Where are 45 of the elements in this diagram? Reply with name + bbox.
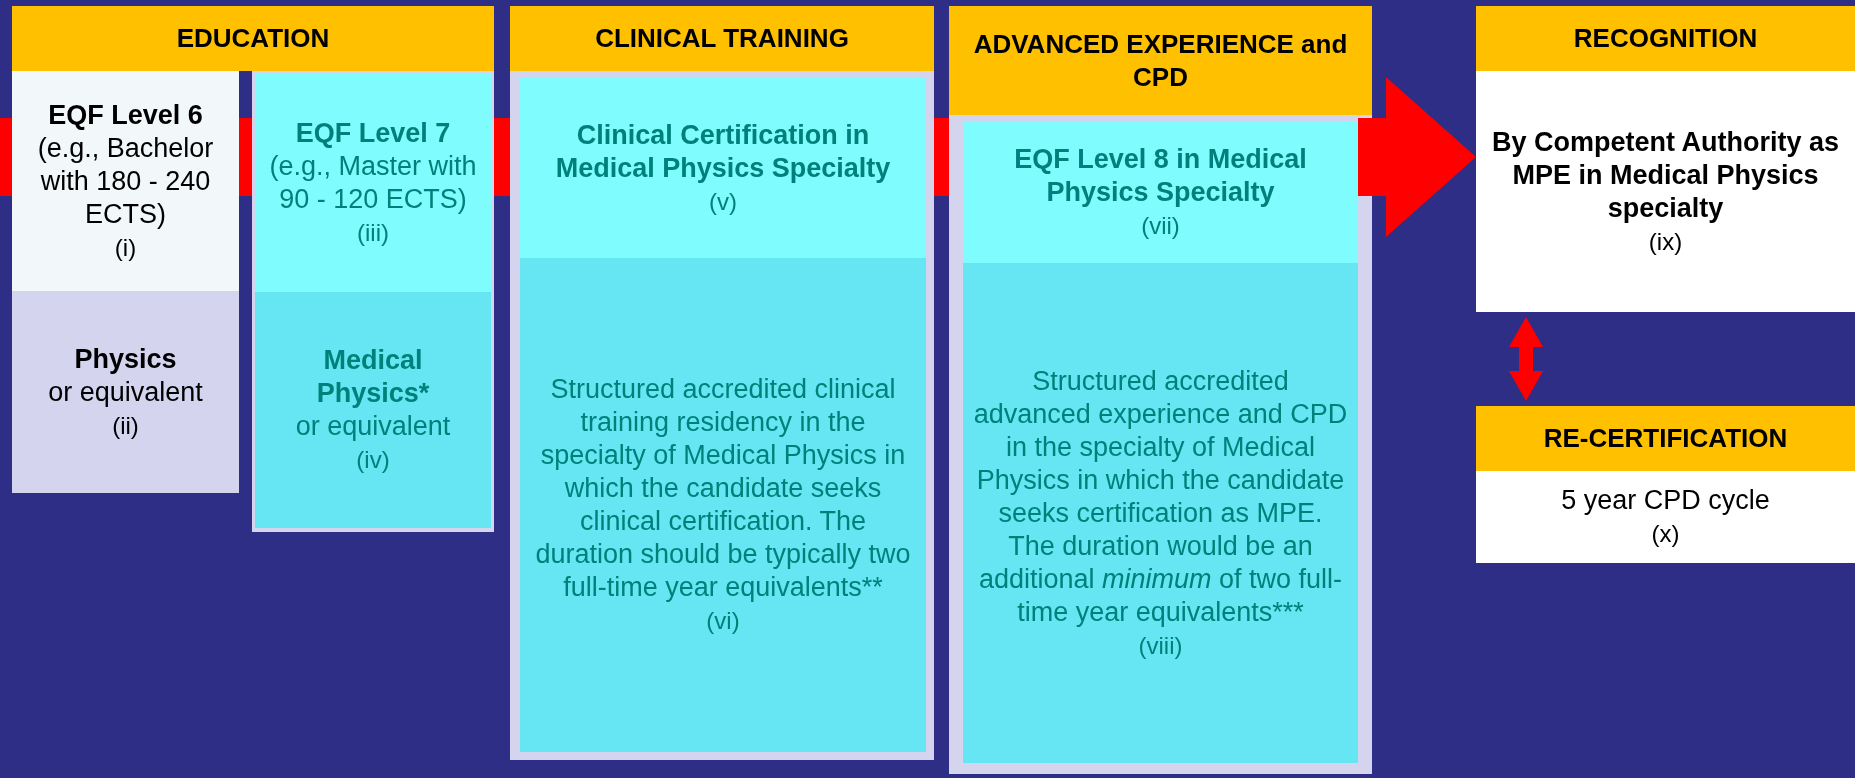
roman-numeral: (ii) [112, 410, 139, 441]
box-title: Physics [74, 342, 177, 376]
box-text: (e.g., Bachelor with 180 - 240 ECTS) [36, 131, 215, 231]
qualification-box [255, 73, 491, 292]
qualification-box [520, 78, 926, 258]
header-text: EDUCATION [176, 22, 330, 55]
box-title: Structured accredited advanced experience and CPD in the specialty of Medical Physics in which the candidate seeks certification as MPE. The duration would be an additional minimum of two full-time year equivalents*** [973, 364, 1348, 629]
roman-numeral: (iii) [357, 217, 389, 248]
roman-numeral: (i) [114, 232, 137, 263]
roman-numeral: (viii) [1138, 630, 1183, 661]
roman-numeral: (x) [1651, 519, 1680, 549]
box-title: Structured accredited clinical training residency in the specialty of Medical Physics in which the candidate seeks clinical certification. The duration should be typically two full-time year equivalents** [534, 373, 912, 604]
header-text: RE-CERTIFICATION [1543, 422, 1788, 455]
box-text: or equivalent [48, 375, 203, 409]
column-header [12, 6, 494, 71]
qualification-box [963, 122, 1358, 263]
box-title: EQF Level 7 [295, 116, 451, 150]
header-text: ADVANCED EXPERIENCE and CPD [972, 27, 1349, 94]
roman-numeral: (vi) [706, 606, 740, 636]
column-header [1476, 406, 1855, 471]
box-title: 5 year CPD cycle [1561, 484, 1770, 517]
arrow [1358, 77, 1476, 237]
qualification-box [12, 291, 239, 493]
arrow [1509, 317, 1543, 401]
box-title: EQF Level 8 in Medical Physics Specialty [1013, 143, 1308, 209]
box-text: (e.g., Master with 90 - 120 ECTS) [268, 149, 478, 216]
box-title: EQF Level 6 [48, 98, 203, 132]
roman-numeral: (ix) [1648, 226, 1683, 257]
header-text: RECOGNITION [1573, 22, 1758, 55]
box-title: Clinical Certification in Medical Physics Specialty [554, 118, 892, 185]
column-header [510, 6, 934, 71]
roman-numeral: (v) [709, 186, 737, 217]
qualification-box [12, 71, 239, 291]
qualification-box [255, 292, 491, 528]
box-text: or equivalent [295, 410, 451, 443]
box-title: By Competent Authority as MPE in Medical Physics specialty [1490, 125, 1840, 225]
description-box [963, 263, 1358, 763]
description-box [520, 258, 926, 752]
recognition-box [1476, 71, 1855, 312]
roman-numeral: (vii) [1141, 211, 1180, 241]
column-header [949, 6, 1372, 115]
recognition-box [1476, 471, 1855, 563]
column-header [1476, 6, 1855, 71]
header-text: CLINICAL TRAINING [595, 22, 849, 55]
roman-numeral: (iv) [356, 445, 390, 475]
